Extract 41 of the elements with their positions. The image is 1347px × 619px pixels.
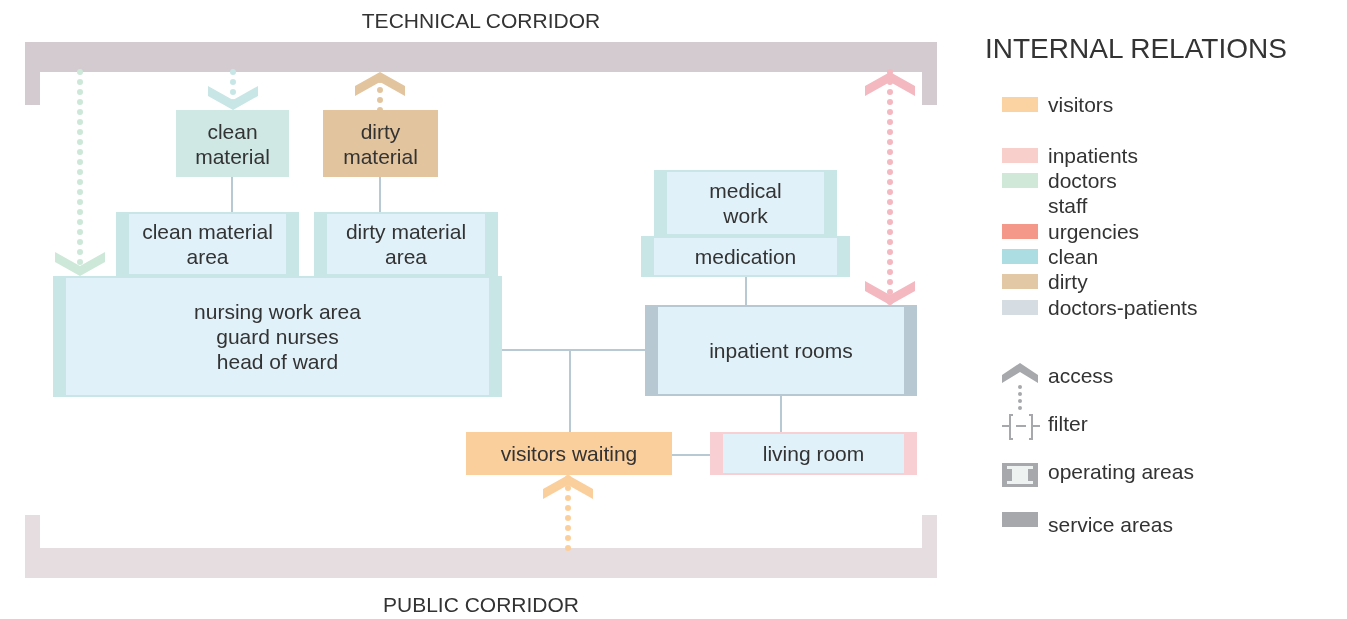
room-label: nursing work area — [194, 299, 361, 324]
connector-line — [780, 395, 782, 433]
room-box — [323, 110, 438, 177]
connector-line — [671, 454, 711, 456]
legend-label: clean — [1048, 244, 1099, 269]
legend-title: INTERNAL RELATIONS — [985, 33, 1287, 65]
legend-label: access — [1048, 363, 1114, 388]
legend-label: doctors-patients — [1048, 295, 1198, 320]
room-label: head of ward — [216, 349, 339, 374]
connector-line — [231, 176, 233, 213]
room-box — [710, 432, 917, 475]
room-box — [116, 212, 299, 276]
connector-line — [745, 276, 747, 306]
room-label: guard nurses — [216, 324, 339, 349]
room-box — [53, 276, 502, 397]
room-box — [466, 432, 672, 475]
room-label: medical work — [708, 178, 783, 228]
legend-label: visitors — [1048, 92, 1114, 117]
corridor-label: PUBLIC CORRIDOR — [383, 592, 579, 617]
legend-label: operating areas — [1048, 459, 1194, 484]
connector-line — [501, 349, 571, 433]
room-label: dirty material area — [344, 219, 468, 269]
room-box — [314, 212, 498, 276]
room-label: living room — [762, 441, 865, 466]
room-label: medication — [694, 244, 797, 269]
room-label: dirty material — [342, 118, 419, 169]
room-box — [654, 170, 837, 236]
legend-label: dirty — [1048, 269, 1088, 294]
room-box — [176, 110, 289, 177]
room-label: clean material area — [141, 219, 274, 269]
legend-label: inpatients — [1048, 143, 1138, 168]
room-label: clean material — [194, 118, 271, 169]
legend-label: service areas — [1048, 512, 1173, 537]
room-label: inpatient rooms — [709, 338, 853, 363]
room-label: visitors waiting — [500, 441, 638, 466]
legend-label: urgencies — [1048, 219, 1140, 244]
connector-line — [379, 176, 381, 213]
room-box — [645, 305, 917, 396]
corridor-label: TECHNICAL CORRIDOR — [361, 8, 601, 33]
legend-label: filter — [1048, 411, 1088, 436]
room-box — [641, 236, 850, 277]
